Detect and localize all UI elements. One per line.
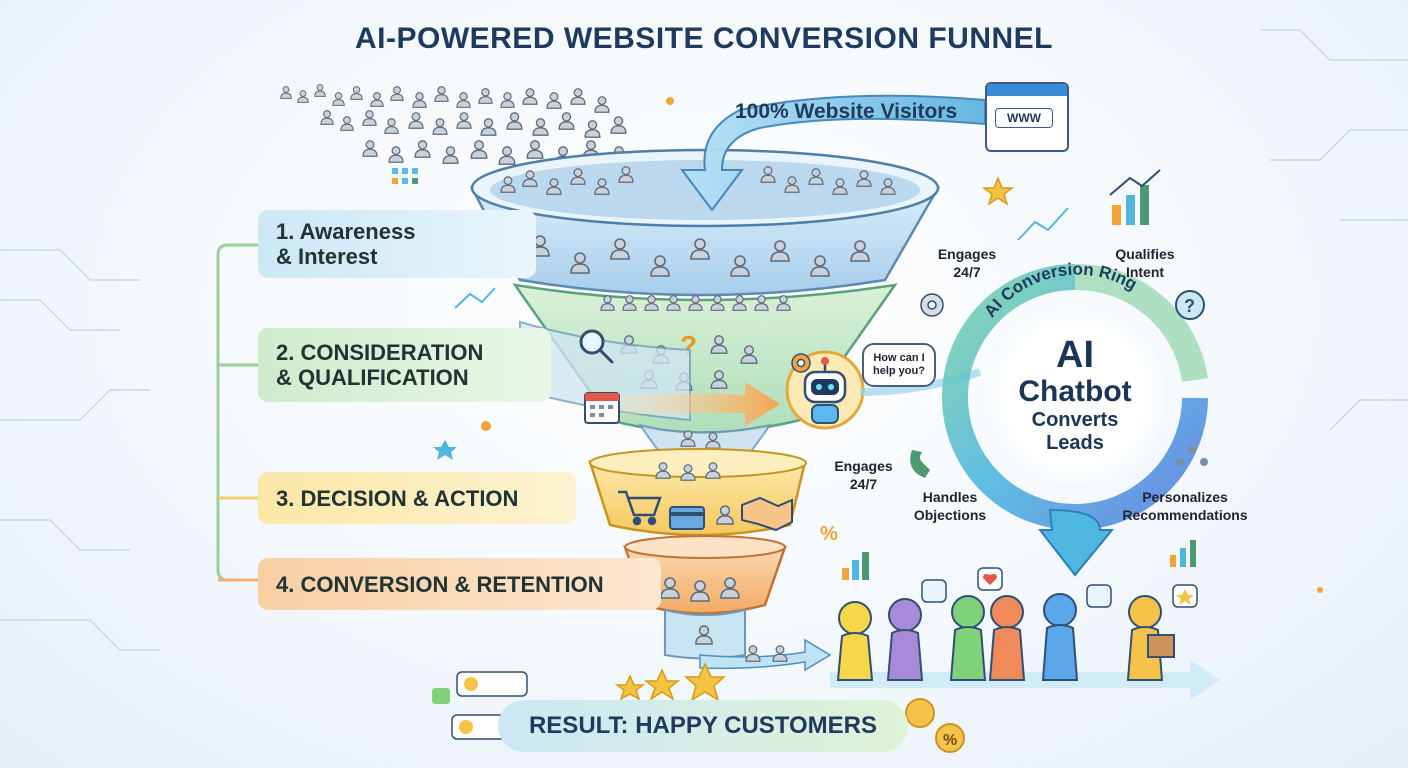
ai-chatbot-core: AI Chatbot Converts Leads bbox=[985, 305, 1165, 485]
thumbs-up-icon bbox=[921, 579, 1112, 608]
dot-grid-icon bbox=[392, 168, 418, 184]
customer-figure-icon bbox=[836, 601, 874, 681]
circuit-lines-left bbox=[0, 249, 160, 651]
bubble-line: help you? bbox=[873, 365, 925, 377]
result-banner: RESULT: HAPPY CUSTOMERS bbox=[498, 700, 908, 752]
stage-awareness: 1. Awareness & Interest bbox=[258, 210, 536, 278]
stage-line: 2. CONSIDERATION bbox=[276, 340, 484, 365]
chart-icon bbox=[1109, 169, 1161, 225]
stage-connector bbox=[216, 243, 258, 582]
stage-line: 1. Awareness bbox=[276, 219, 416, 244]
visitors-arrow bbox=[680, 94, 986, 212]
ai-conversion-ring bbox=[942, 263, 1208, 577]
handshake-icon bbox=[741, 496, 793, 532]
stage-line: & QUALIFICATION bbox=[276, 365, 469, 390]
card-icon bbox=[669, 506, 705, 530]
calendar-icon bbox=[584, 392, 620, 424]
visitor-crowd bbox=[280, 84, 628, 165]
stage-line: 3. DECISION & ACTION bbox=[276, 485, 519, 511]
gift-box-icon bbox=[1147, 634, 1175, 658]
percent-icon: % bbox=[820, 523, 838, 545]
bubble-line: How can I bbox=[873, 352, 925, 364]
customer-figure-icon bbox=[949, 595, 987, 681]
page-title: AI-POWERED WEBSITE CONVERSION FUNNEL bbox=[354, 22, 1054, 55]
chart-icon-small bbox=[842, 540, 1196, 580]
customers-arrow bbox=[699, 638, 832, 672]
core-chatbot: Chatbot bbox=[1018, 375, 1132, 408]
cart-icon bbox=[618, 490, 662, 526]
funnel-retention bbox=[623, 535, 787, 615]
stage-line: 4. CONVERSION & RETENTION bbox=[276, 571, 604, 597]
stage-decision: 3. DECISION & ACTION bbox=[258, 472, 576, 524]
small-star-icon bbox=[433, 440, 457, 460]
customer-figure-icon bbox=[1041, 593, 1079, 681]
customer-figure-icon bbox=[988, 595, 1026, 681]
stage-consideration: 2. CONSIDERATION & QUALIFICATION bbox=[258, 328, 551, 402]
visitors-label: 100% Website Visitors bbox=[735, 100, 958, 123]
happy-customers bbox=[836, 567, 1198, 681]
core-converts: Converts bbox=[1031, 409, 1119, 431]
star-icon bbox=[614, 175, 1015, 702]
heart-icon bbox=[977, 567, 1003, 591]
people-network-icon bbox=[1176, 446, 1208, 466]
phone-icon bbox=[910, 450, 930, 478]
question-bubble-icon: ? bbox=[1175, 290, 1205, 320]
svg-text:%: % bbox=[820, 523, 838, 545]
funnel-decision bbox=[588, 448, 807, 537]
core-leads: Leads bbox=[1046, 432, 1104, 454]
magnifier-icon bbox=[579, 329, 614, 364]
stage-line: & Interest bbox=[276, 244, 378, 269]
gear-small-icon bbox=[920, 293, 944, 317]
trend-line-icon bbox=[454, 207, 1069, 309]
www-label: WWW bbox=[995, 108, 1053, 128]
svg-text:%: % bbox=[943, 732, 957, 749]
circuit-lines-right bbox=[1260, 29, 1408, 431]
lead-arrow bbox=[620, 382, 780, 426]
core-ai: AI bbox=[1056, 334, 1094, 376]
www-browser-icon: WWW bbox=[985, 82, 1069, 152]
customer-figure-icon bbox=[886, 598, 924, 681]
medal-icon: % bbox=[905, 698, 965, 753]
svg-text:?: ? bbox=[1184, 296, 1195, 316]
gear-icon bbox=[791, 353, 811, 373]
sparkle-decorations bbox=[481, 97, 1323, 593]
stage-conversion: 4. CONVERSION & RETENTION bbox=[258, 558, 661, 610]
chatbot-speech-bubble: How can I help you? bbox=[862, 343, 936, 387]
star-bubble-icon bbox=[1172, 584, 1198, 608]
